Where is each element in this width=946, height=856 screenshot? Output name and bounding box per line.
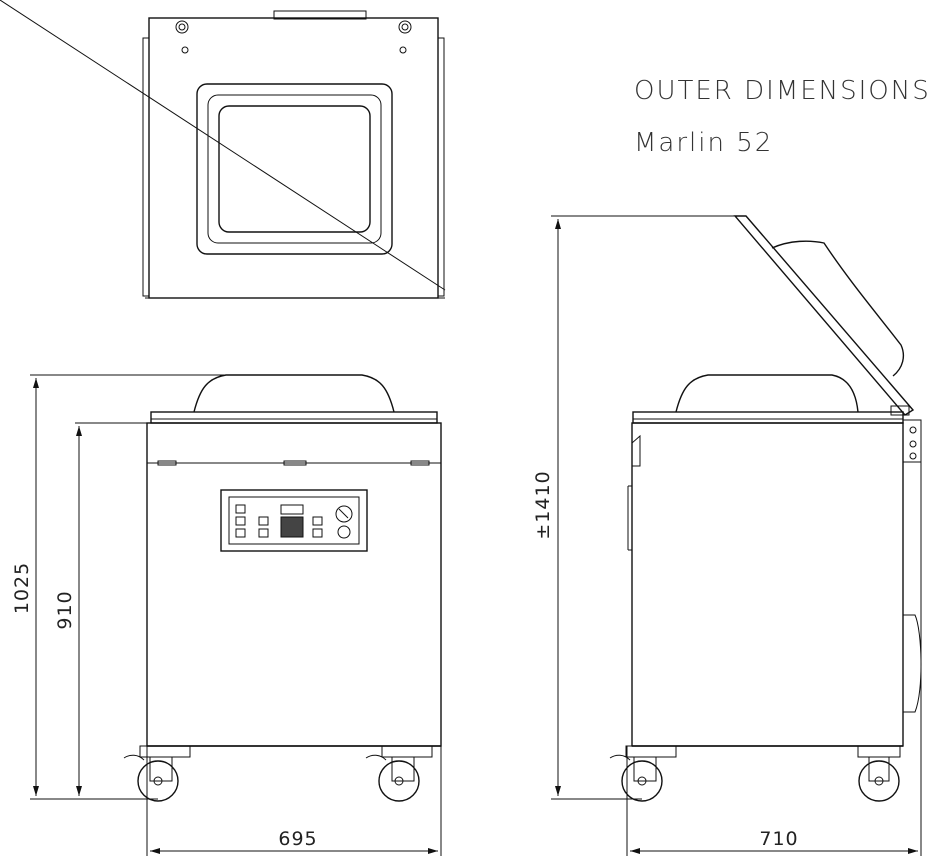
front-total-height-label: 1025 <box>11 562 33 614</box>
side-view <box>609 215 922 802</box>
side-height-label: ±1410 <box>532 470 554 539</box>
front-width-label: 695 <box>278 828 317 850</box>
side-dimensions: ±1410 710 <box>532 215 922 856</box>
drawing-title: OUTER DIMENSIONS <box>634 76 931 106</box>
top-view <box>0 0 446 299</box>
model-name: Marlin 52 <box>634 128 773 158</box>
front-dimensions: 1025 910 695 <box>11 374 442 856</box>
front-view <box>123 374 442 802</box>
side-depth-label: 710 <box>759 828 798 850</box>
front-body-height-label: 910 <box>54 590 76 629</box>
